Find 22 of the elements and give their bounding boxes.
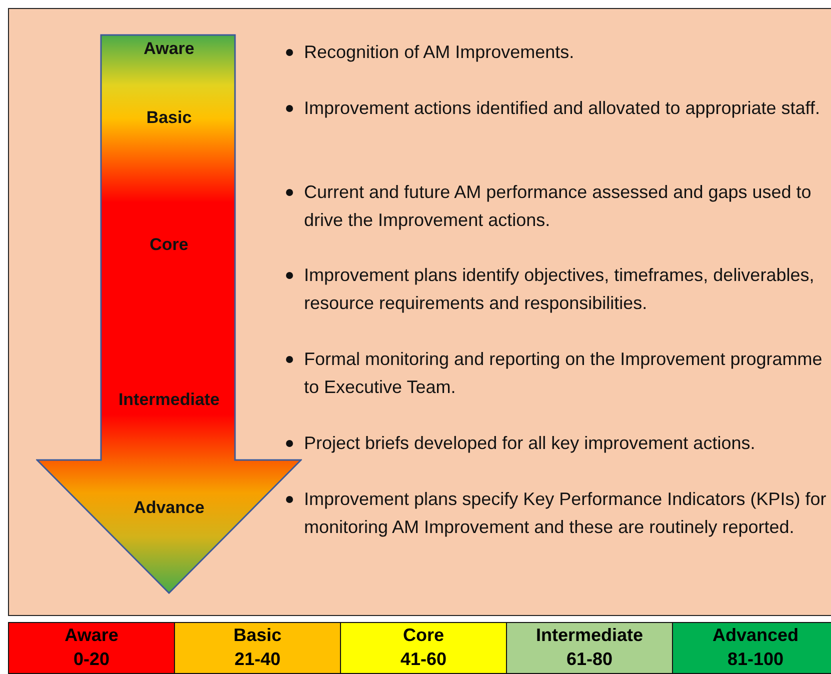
score-range: 41-60 [400, 648, 447, 671]
level-name: Core [402, 624, 444, 647]
score-range: 21-40 [234, 648, 281, 671]
level-label: Intermediate [118, 390, 220, 409]
level-label: Basic [146, 108, 192, 127]
bullet-point: Improvement plans identify objectives, timeframes, deliverables, resource requirements and responsibilities. [304, 264, 816, 315]
bullet-point: Recognition of AM Improvements. [304, 41, 576, 64]
level-name: Basic [233, 624, 282, 647]
score-range: 81-100 [727, 648, 784, 671]
bullet-point: Current and future AM performance assessed and gaps used to drive the Improvement actions. [304, 181, 812, 232]
level-name: Advanced [712, 624, 799, 647]
score-range: 61-80 [566, 648, 613, 671]
level-label: Core [150, 235, 188, 254]
bullet-point: Improvement actions identified and allovated to appropriate staff. [304, 97, 821, 120]
score-range: 0-20 [73, 648, 110, 671]
bullet-point: Project briefs developed for all key improvement actions. [304, 432, 756, 455]
level-name: Intermediate [536, 624, 644, 647]
bullet-point: Formal monitoring and reporting on the Improvement programme to Executive Team. [304, 348, 824, 399]
level-label: Aware [144, 39, 194, 58]
bullet-point: Improvement plans specify Key Performance Indicators (KPIs) for monitoring AM Improvement and these are routinely reported. [304, 488, 828, 539]
level-label: Advance [134, 498, 204, 517]
level-name: Aware [64, 624, 118, 647]
